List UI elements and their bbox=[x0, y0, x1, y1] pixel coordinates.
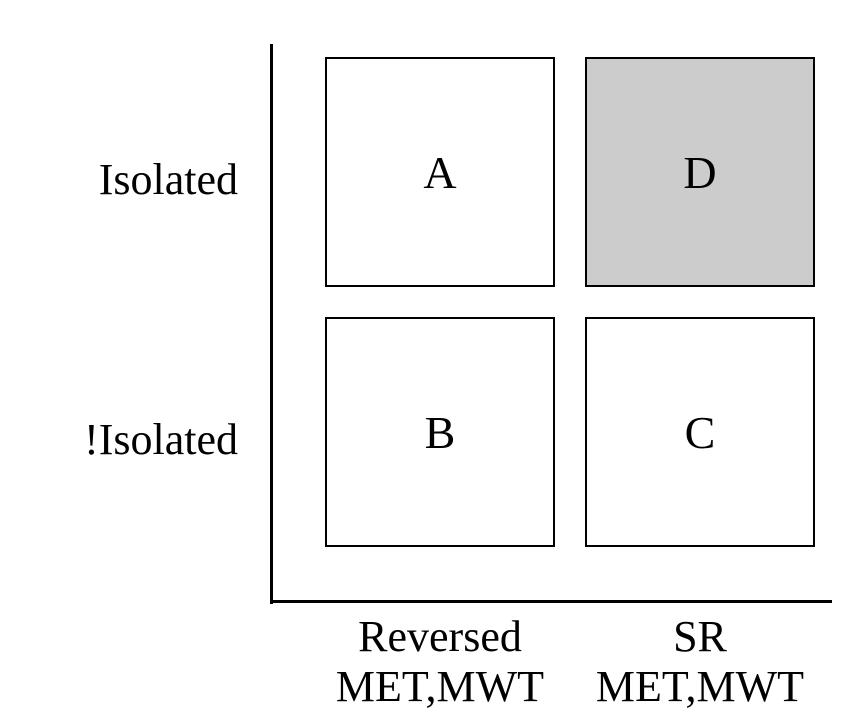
y-axis-line bbox=[270, 44, 273, 604]
quadrant-d-label: D bbox=[683, 146, 717, 198]
column-label-sr-line2: MET,MWT bbox=[595, 662, 805, 711]
column-label-sr: SR MET,MWT bbox=[570, 612, 830, 712]
column-label-sr-line1: SR bbox=[673, 612, 727, 661]
quadrant-c-label: C bbox=[684, 406, 716, 458]
quadrant-b: B bbox=[325, 317, 555, 547]
column-label-reversed-line2: MET,MWT bbox=[335, 662, 545, 711]
quadrant-c: C bbox=[585, 317, 815, 547]
quadrant-d: D bbox=[585, 57, 815, 287]
x-axis-line bbox=[270, 600, 832, 603]
quadrant-a: A bbox=[325, 57, 555, 287]
quadrant-a-label: A bbox=[423, 146, 457, 198]
column-label-reversed-line1: Reversed bbox=[358, 612, 522, 661]
column-label-reversed: Reversed MET,MWT bbox=[310, 612, 570, 712]
row-label-not-isolated: !Isolated bbox=[84, 415, 238, 464]
row-label-isolated: Isolated bbox=[98, 155, 238, 204]
quadrant-b-label: B bbox=[424, 406, 456, 458]
